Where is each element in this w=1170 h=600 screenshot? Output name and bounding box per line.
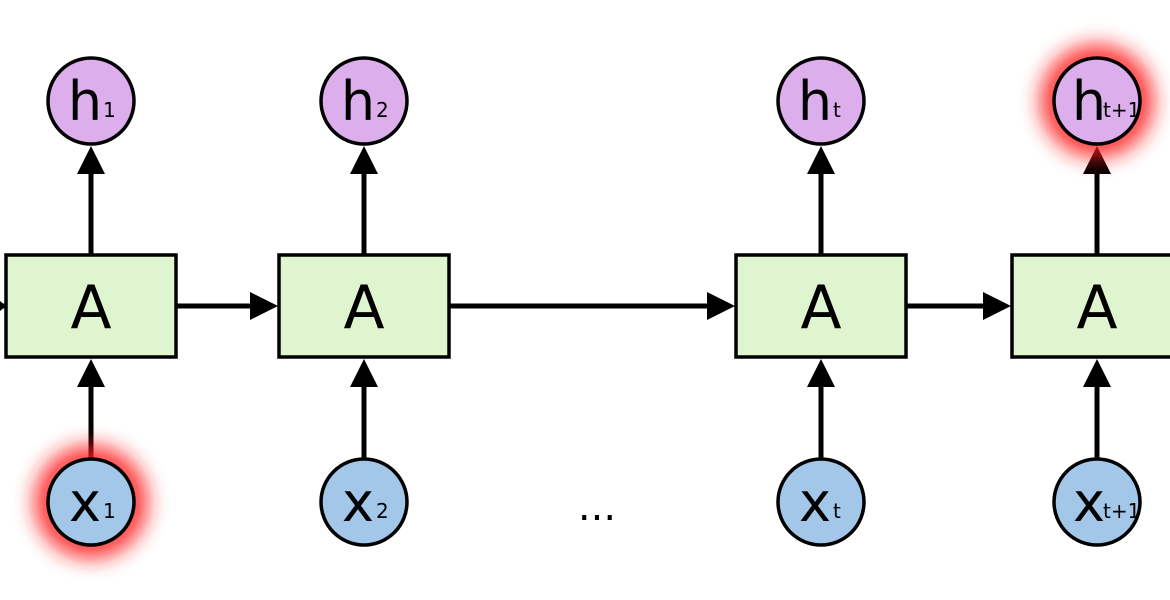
cell-box-3 (734, 253, 908, 359)
recurrent-arrowhead-in (0, 301, 6, 311)
output-arrowhead-3 (807, 146, 835, 174)
input-node-subscript-4: t+1 (1103, 499, 1140, 523)
ellipsis-text: ... (578, 484, 616, 530)
output-node-subscript-3: t (833, 98, 841, 122)
output-arrowhead-2 (350, 146, 378, 174)
output-node-4 (1052, 56, 1142, 146)
cell-label-4: A (1076, 273, 1117, 343)
output-node-1 (46, 56, 136, 146)
input-node-1 (46, 457, 136, 547)
input-node-subscript-3: t (833, 499, 841, 523)
input-node-4 (1052, 457, 1142, 547)
input-node-subscript-1: 1 (103, 499, 116, 523)
cell-box-1 (4, 253, 178, 359)
input-node-letter-3: x (799, 471, 831, 534)
output-node-letter-3: h (798, 70, 832, 133)
input-node-letter-1: x (69, 471, 101, 534)
vertical-arrows (77, 146, 1111, 459)
output-node-subscript-1: 1 (103, 98, 116, 122)
recurrent-arrowhead-t-t1 (983, 292, 1011, 320)
cell-label-2: A (343, 273, 384, 343)
output-node-subscript-4: t+1 (1103, 98, 1140, 122)
output-node-letter-2: h (341, 70, 375, 133)
connectors (0, 292, 1011, 320)
input-arrowhead-4 (1083, 359, 1111, 387)
input-node-letter-4: x (1073, 471, 1105, 534)
output-node-2 (319, 56, 409, 146)
input-node-2 (319, 457, 409, 547)
input-arrowhead-1 (77, 359, 105, 387)
input-arrowhead-3 (807, 359, 835, 387)
input-arrowhead-2 (350, 359, 378, 387)
output-node-3 (776, 56, 866, 146)
cell-label-3: A (800, 273, 841, 343)
cell-box-2 (277, 253, 451, 359)
output-arrowhead-1 (77, 146, 105, 174)
input-node-letter-2: x (342, 471, 374, 534)
output-node-letter-4: h (1072, 70, 1106, 133)
recurrent-arrowhead-1-2 (250, 292, 278, 320)
cell-box-4 (1010, 253, 1170, 359)
input-node-subscript-2: 2 (376, 499, 389, 523)
output-node-letter-1: h (68, 70, 102, 133)
input-node-3 (776, 457, 866, 547)
recurrent-arrowhead-2-t (707, 292, 735, 320)
output-node-subscript-2: 2 (376, 98, 389, 122)
output-arrowhead-4 (1083, 146, 1111, 174)
cell-label-1: A (70, 273, 111, 343)
